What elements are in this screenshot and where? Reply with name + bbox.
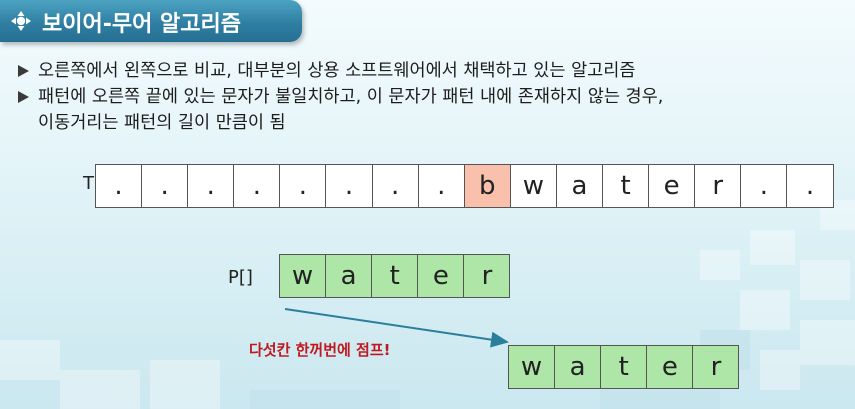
- pattern-cell: a: [326, 254, 373, 298]
- pattern-array: w a t e r: [279, 254, 511, 298]
- text-cell: .: [418, 164, 465, 208]
- text-cell: r: [695, 164, 742, 208]
- pattern-cell: e: [418, 254, 465, 298]
- shifted-pattern-cell: w: [509, 345, 556, 389]
- text-cell: .: [234, 164, 281, 208]
- bullet-item: 오른쪽에서 왼쪽으로 비교, 대부분의 상용 소프트웨어에서 채택하고 있는 알…: [16, 58, 836, 84]
- text-cell: .: [188, 164, 235, 208]
- move-arrows-icon: [11, 11, 31, 31]
- text-cell: .: [372, 164, 419, 208]
- shifted-pattern-cell: e: [647, 345, 694, 389]
- shifted-pattern-cell: a: [555, 345, 602, 389]
- shifted-pattern-cell: t: [601, 345, 648, 389]
- page-title: 보이어-무어 알고리즘: [42, 12, 241, 37]
- text-cell: .: [326, 164, 373, 208]
- pattern-cell: w: [280, 254, 327, 298]
- text-cell: .: [142, 164, 189, 208]
- text-cell: a: [556, 164, 604, 208]
- text-array: . . . . . . . . b w a t e r . .: [95, 164, 834, 208]
- text-cell: .: [741, 164, 788, 208]
- bullet-arrow-icon: [18, 65, 29, 77]
- bullet-item: 패턴에 오른쪽 끝에 있는 문자가 불일치하고, 이 문자가 패턴 내에 존재하…: [16, 84, 836, 110]
- pattern-label: P[]: [228, 267, 253, 288]
- title-tab: 보이어-무어 알고리즘: [0, 0, 302, 42]
- bullet-text: 이동거리는 패턴의 길이 만큼이 됨: [38, 113, 286, 133]
- text-cell: t: [603, 164, 650, 208]
- bullet-list: 오른쪽에서 왼쪽으로 비교, 대부분의 상용 소프트웨어에서 채택하고 있는 알…: [16, 58, 836, 136]
- text-cell: .: [280, 164, 327, 208]
- bullet-arrow-icon: [18, 91, 29, 103]
- mismatch-cell: b: [464, 164, 511, 208]
- shifted-pattern-array: w a t e r: [508, 345, 740, 389]
- text-cell: w: [510, 164, 557, 208]
- pattern-cell: r: [464, 254, 511, 298]
- bullet-text: 오른쪽에서 왼쪽으로 비교, 대부분의 상용 소프트웨어에서 채택하고 있는 알…: [38, 61, 636, 81]
- bullet-continuation: 이동거리는 패턴의 길이 만큼이 됨: [16, 110, 836, 136]
- text-cell: e: [649, 164, 696, 208]
- jump-note: 다섯칸 한꺼번에 점프!: [249, 341, 391, 359]
- shifted-pattern-cell: r: [693, 345, 740, 389]
- text-cell: .: [787, 164, 834, 208]
- text-cell: .: [96, 164, 143, 208]
- bullet-text: 패턴에 오른쪽 끝에 있는 문자가 불일치하고, 이 문자가 패턴 내에 존재하…: [38, 87, 664, 107]
- pattern-cell: t: [372, 254, 419, 298]
